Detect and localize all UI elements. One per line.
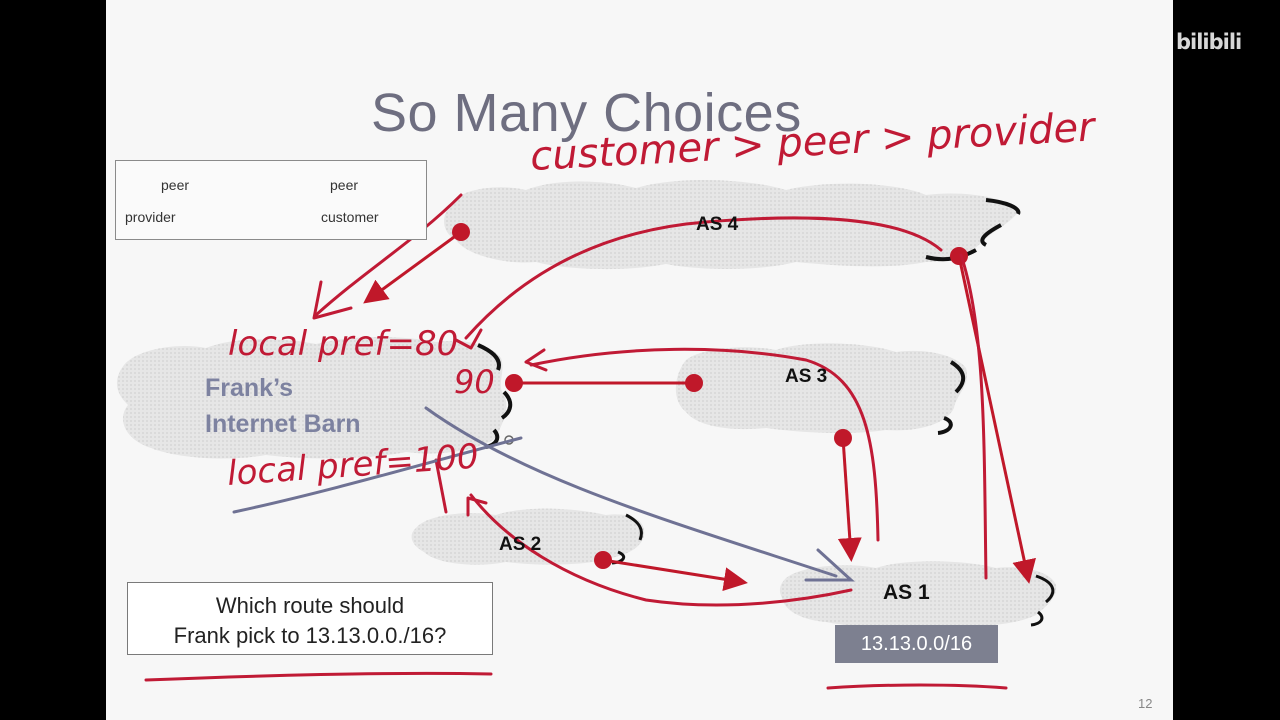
ink-gray-arrowhead bbox=[804, 548, 855, 582]
question-box: Which route should Frank pick to 13.13.0… bbox=[127, 582, 493, 655]
slide: customer > peer > provider local pref=80… bbox=[106, 0, 1173, 720]
legend-provider: provider bbox=[125, 209, 176, 225]
page-number: 12 bbox=[1138, 696, 1153, 711]
ink-arrowhead-as3 bbox=[524, 348, 548, 372]
cloud-as3 bbox=[675, 343, 968, 435]
ink-arrow-peer-route bbox=[314, 193, 463, 317]
ink-route-as4-down bbox=[959, 253, 988, 580]
legend-peer-left: peer bbox=[161, 177, 190, 193]
ink-route-as4 bbox=[464, 216, 943, 340]
legend-box: peer peer provider customer bbox=[115, 160, 427, 240]
question-line-2: Frank pick to 13.13.0.0./16? bbox=[173, 623, 447, 648]
frank-line-1: Frank’s bbox=[205, 374, 294, 402]
slide-title: So Many Choices bbox=[371, 83, 802, 143]
handwriting-layer: customer > peer > provider local pref=80… bbox=[144, 104, 1098, 690]
arrow-as2-to-as1 bbox=[594, 551, 748, 592]
prefix-label: 13.13.0.0/16 bbox=[835, 625, 998, 663]
ink-arrowhead-peer-route bbox=[312, 280, 353, 320]
watermark-logo: bilibili bbox=[1176, 30, 1242, 54]
as3-label: AS 3 bbox=[785, 366, 828, 387]
ink-underline-prefix bbox=[826, 683, 1008, 690]
question-line-1: Which route should bbox=[215, 593, 405, 618]
legend-peer-right: peer bbox=[330, 177, 359, 193]
note-local-pref-90: 90 bbox=[454, 363, 495, 401]
ink-route-as2 bbox=[469, 493, 853, 607]
as1-label: AS 1 bbox=[883, 581, 930, 604]
as2-label: AS 2 bbox=[499, 534, 542, 555]
frank-line-2: Internet Barn bbox=[205, 410, 361, 438]
ink-gray-route bbox=[424, 406, 838, 578]
ink-arrowhead-as4 bbox=[454, 328, 483, 350]
franks-internet-barn-label: Frank’s Internet Barn bbox=[205, 370, 361, 442]
ink-route-as3 bbox=[529, 347, 880, 542]
as4-label: AS 4 bbox=[696, 214, 739, 235]
peer-link-franks-as3 bbox=[505, 374, 703, 392]
arrow-as3-to-as1 bbox=[834, 429, 862, 562]
arrow-as4-to-franks bbox=[363, 223, 470, 304]
ink-arrowhead-as2 bbox=[466, 496, 488, 517]
ink-tick-customer bbox=[434, 458, 448, 514]
ink-underline-question bbox=[144, 671, 493, 682]
legend-customer: customer bbox=[321, 209, 379, 225]
note-local-pref-80: local pref=80 bbox=[228, 324, 458, 364]
